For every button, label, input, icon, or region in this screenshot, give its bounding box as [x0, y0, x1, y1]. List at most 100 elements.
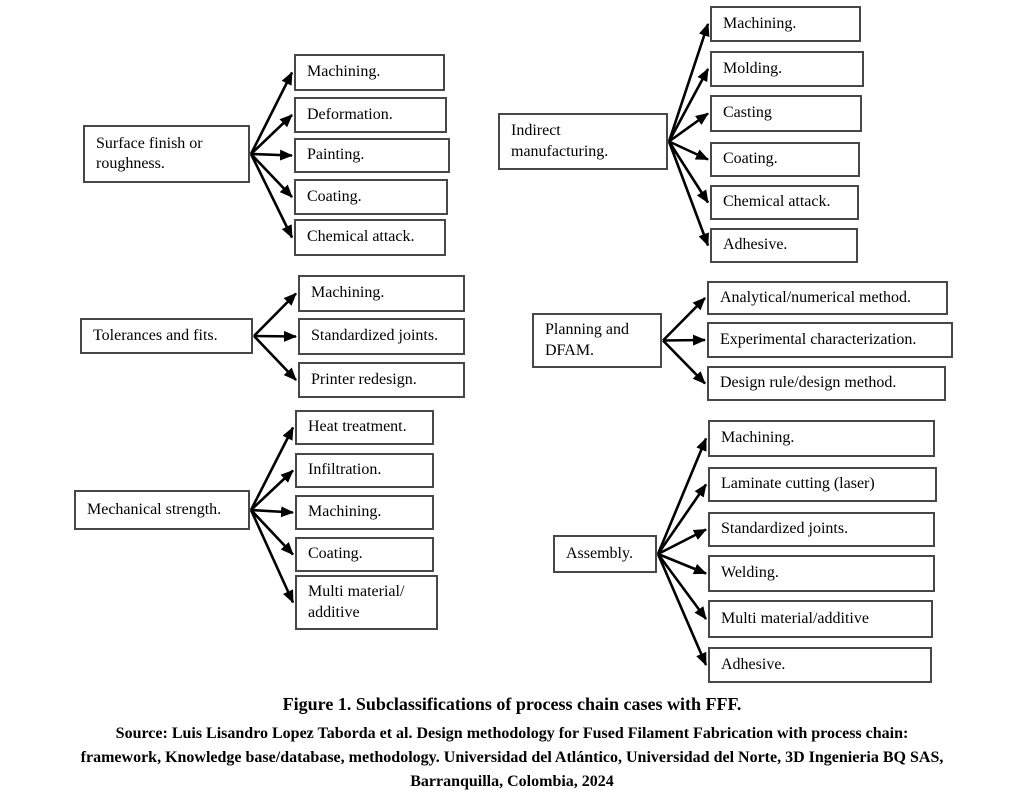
figure-caption: Figure 1. Subclassifications of process …: [282, 694, 742, 714]
assembly-child-box-4: Multi material/additive: [708, 600, 933, 638]
tolerances-and-fits-parent-box-label: Tolerances and fits.: [93, 326, 218, 344]
assembly-child-box-1: Laminate cutting (laser): [708, 467, 937, 502]
arrow-assembly-2: [657, 528, 707, 556]
arrow-mechanical-strength-4: [249, 509, 295, 604]
arrow-surface-finish-or-roughness-4: [249, 153, 294, 239]
surface-finish-or-roughness-child-box-1-label: Deformation.: [307, 105, 393, 123]
source-line-2: framework, Knowledge base/database, meth…: [80, 749, 944, 766]
planning-and-dfam-parent-box: Planning and DFAM.: [532, 313, 662, 368]
mechanical-strength-child-box-1-label: Infiltration.: [308, 461, 382, 479]
surface-finish-or-roughness-child-box-3-label: Coating.: [307, 187, 362, 205]
arrow-surface-finish-or-roughness-1: [250, 114, 293, 155]
mechanical-strength-child-box-1: Infiltration.: [295, 453, 434, 488]
assembly-child-box-3: Welding.: [708, 555, 935, 592]
arrow-tolerances-and-fits-0: [253, 292, 297, 337]
assembly-child-box-0-label: Machining.: [721, 429, 795, 447]
mechanical-strength-child-box-0-label: Heat treatment.: [308, 418, 407, 436]
surface-finish-or-roughness-parent-box: Surface finish or roughness.: [83, 125, 250, 183]
surface-finish-or-roughness-child-box-2: Painting.: [294, 138, 450, 173]
tolerances-and-fits-child-box-0: Machining.: [298, 275, 465, 312]
indirect-manufacturing-child-box-5: Adhesive.: [710, 228, 858, 263]
planning-and-dfam-child-box-1: Experimental characterization.: [707, 322, 953, 358]
mechanical-strength-child-box-2: Machining.: [295, 495, 434, 530]
surface-finish-or-roughness-child-box-0: Machining.: [294, 54, 445, 91]
arrow-mechanical-strength-0: [249, 426, 295, 511]
mechanical-strength-parent-box-label: Mechanical strength.: [87, 500, 222, 518]
mechanical-strength-child-box-3: Coating.: [295, 537, 434, 572]
arrow-surface-finish-or-roughness-3: [250, 153, 293, 198]
tolerances-and-fits-child-box-2-label: Printer redesign.: [311, 370, 417, 388]
source-line-1: Source: Luis Lisandro Lopez Taborda et a…: [115, 725, 909, 742]
assembly-child-box-4-label: Multi material/additive: [721, 609, 869, 627]
indirect-manufacturing-parent-box: Indirect manufacturing.: [498, 113, 668, 170]
indirect-manufacturing-child-box-5-label: Adhesive.: [723, 236, 788, 254]
arrow-surface-finish-or-roughness-2: [250, 149, 293, 161]
surface-finish-or-roughness-parent-box-label: Surface finish or roughness.: [96, 134, 203, 172]
mechanical-strength-child-box-2-label: Machining.: [308, 503, 382, 521]
indirect-manufacturing-child-box-2-label: Casting: [723, 104, 772, 122]
surface-finish-or-roughness-child-box-4-label: Chemical attack.: [307, 228, 415, 246]
assembly-child-box-2: Standardized joints.: [708, 512, 935, 547]
planning-and-dfam-child-box-2-label: Design rule/design method.: [720, 374, 897, 392]
indirect-manufacturing-child-box-2: Casting: [710, 95, 862, 132]
indirect-manufacturing-child-box-4-label: Chemical attack.: [723, 193, 831, 211]
planning-and-dfam-child-box-2: Design rule/design method.: [707, 366, 946, 401]
arrow-assembly-0: [656, 437, 708, 555]
assembly-parent-box-label: Assembly.: [566, 544, 633, 562]
arrow-mechanical-strength-2: [250, 506, 294, 518]
assembly-child-box-2-label: Standardized joints.: [721, 520, 849, 538]
surface-finish-or-roughness-child-box-1: Deformation.: [294, 97, 447, 133]
arrow-assembly-3: [657, 552, 707, 575]
mechanical-strength-parent-box: Mechanical strength.: [74, 490, 250, 530]
arrow-assembly-1: [656, 483, 708, 555]
planning-and-dfam-child-box-0-label: Analytical/numerical method.: [720, 288, 912, 306]
assembly-child-box-5: Adhesive.: [708, 647, 932, 683]
indirect-manufacturing-child-box-1: Molding.: [710, 51, 864, 87]
assembly-child-box-0: Machining.: [708, 420, 935, 457]
arrow-indirect-manufacturing-3: [668, 140, 709, 161]
tolerances-and-fits-child-box-2: Printer redesign.: [298, 362, 465, 398]
planning-and-dfam-parent-box-label: Planning and DFAM.: [545, 321, 629, 359]
tolerances-and-fits-child-box-1: Standardized joints.: [298, 318, 465, 355]
mechanical-strength-child-box-4-label: Multi material/ additive: [308, 583, 405, 621]
arrow-tolerances-and-fits-2: [253, 335, 297, 381]
arrow-planning-and-dfam-1: [662, 334, 706, 346]
indirect-manufacturing-child-box-4: Chemical attack.: [710, 185, 859, 220]
assembly-child-box-5-label: Adhesive.: [721, 655, 786, 673]
figure-source: Source: Luis Lisandro Lopez Taborda et a…: [0, 722, 1024, 794]
arrow-mechanical-strength-3: [250, 509, 294, 556]
arrow-surface-finish-or-roughness-0: [249, 71, 294, 155]
indirect-manufacturing-child-box-0: Machining.: [710, 6, 861, 42]
tolerances-and-fits-child-box-0-label: Machining.: [311, 284, 385, 302]
indirect-manufacturing-child-box-3-label: Coating.: [723, 150, 778, 168]
arrow-mechanical-strength-1: [250, 469, 294, 511]
arrow-tolerances-and-fits-1: [253, 330, 297, 342]
arrow-indirect-manufacturing-2: [668, 112, 709, 143]
source-line-3: Barranquilla, Colombia, 2024: [410, 773, 614, 790]
arrow-planning-and-dfam-0: [662, 297, 706, 342]
arrow-indirect-manufacturing-4: [667, 140, 710, 204]
arrow-indirect-manufacturing-1: [667, 68, 710, 143]
mechanical-strength-child-box-0: Heat treatment.: [295, 410, 434, 445]
assembly-child-box-3-label: Welding.: [721, 564, 779, 582]
planning-and-dfam-child-box-0: Analytical/numerical method.: [707, 281, 948, 315]
surface-finish-or-roughness-child-box-4: Chemical attack.: [294, 219, 446, 256]
arrow-planning-and-dfam-2: [662, 339, 706, 385]
arrow-indirect-manufacturing-0: [667, 23, 710, 142]
indirect-manufacturing-child-box-0-label: Machining.: [723, 14, 797, 32]
assembly-parent-box: Assembly.: [553, 535, 657, 573]
mechanical-strength-child-box-4: Multi material/ additive: [295, 575, 438, 630]
surface-finish-or-roughness-child-box-3: Coating.: [294, 179, 448, 215]
arrow-indirect-manufacturing-5: [667, 141, 710, 247]
indirect-manufacturing-parent-box-label: Indirect manufacturing.: [511, 122, 609, 160]
surface-finish-or-roughness-child-box-0-label: Machining.: [307, 63, 381, 81]
assembly-child-box-1-label: Laminate cutting (laser): [721, 475, 875, 493]
planning-and-dfam-child-box-1-label: Experimental characterization.: [720, 330, 917, 348]
tolerances-and-fits-parent-box: Tolerances and fits.: [80, 318, 253, 354]
mechanical-strength-child-box-3-label: Coating.: [308, 545, 363, 563]
surface-finish-or-roughness-child-box-2-label: Painting.: [307, 146, 365, 164]
arrow-assembly-5: [656, 553, 708, 666]
indirect-manufacturing-child-box-1-label: Molding.: [723, 59, 783, 77]
tolerances-and-fits-child-box-1-label: Standardized joints.: [311, 327, 439, 345]
